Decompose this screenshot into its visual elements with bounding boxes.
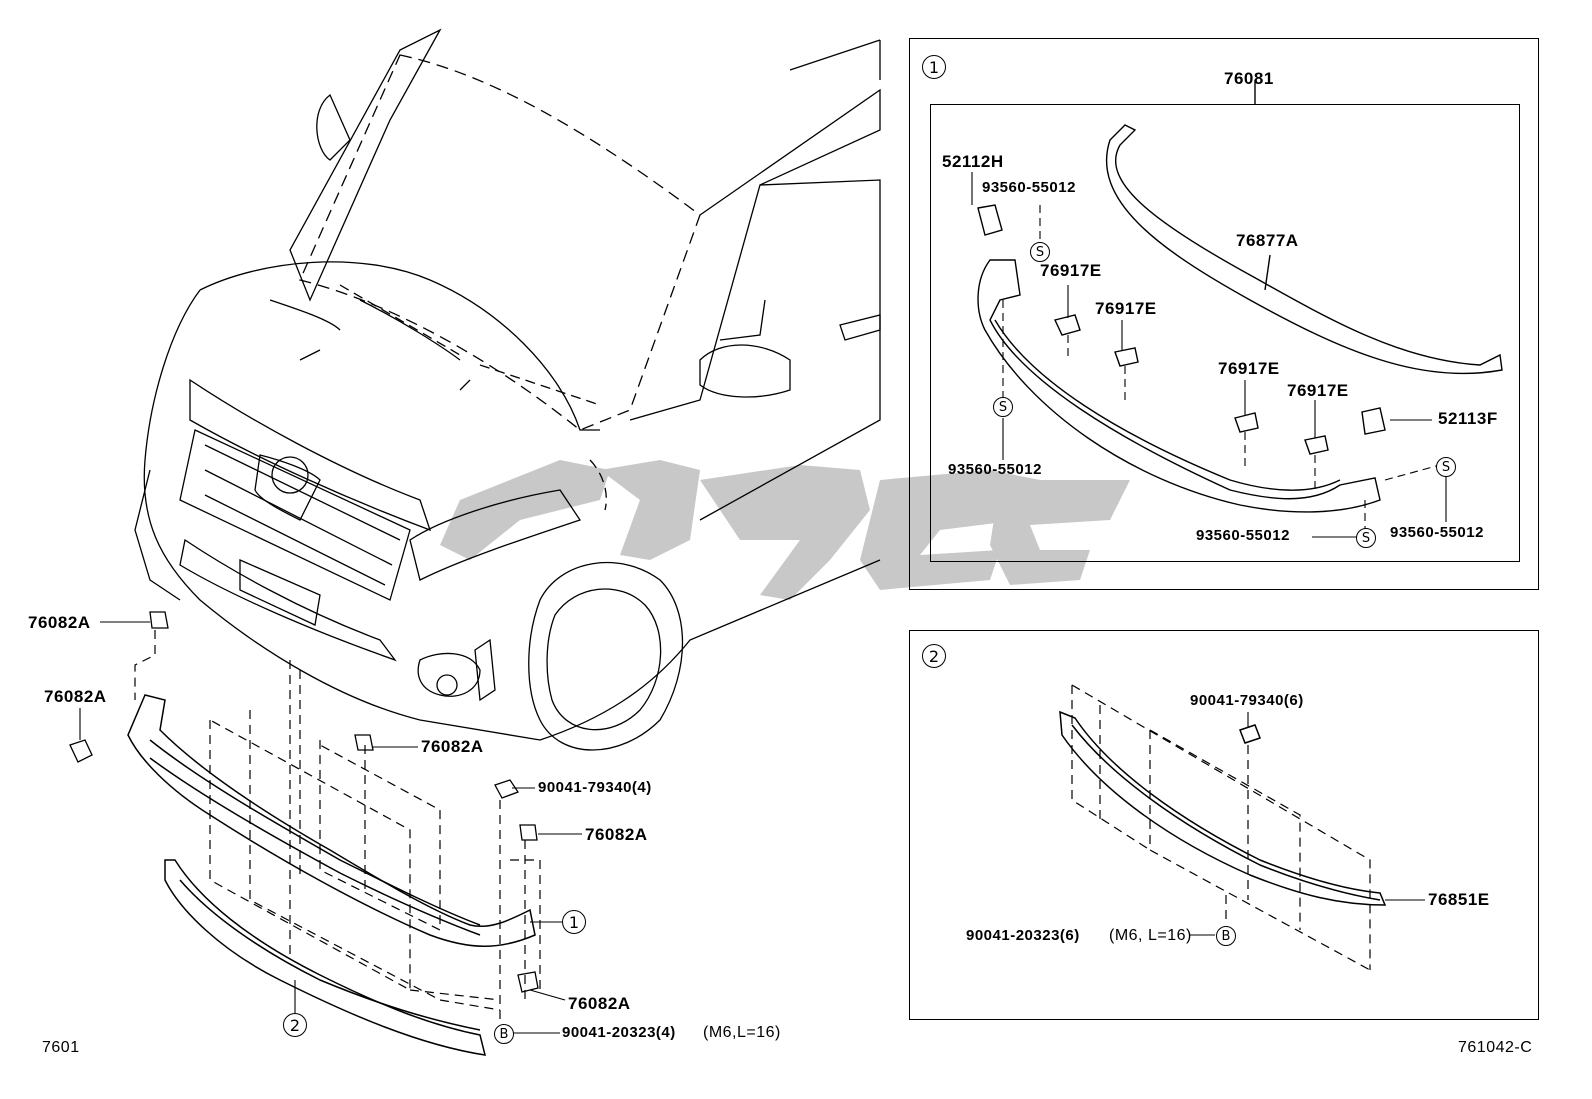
inset2-drawing (1059, 710, 1387, 906)
s-mark-top: S (1030, 242, 1050, 262)
label-screw-right: 93560-55012 (1390, 524, 1484, 541)
inset-1-assembly-box (930, 104, 1520, 562)
diagram-id: 761042-C (1458, 1039, 1533, 1056)
label-bolt-90041-20323: 90041-20323(4) (562, 1024, 676, 1041)
inset2-projection-lines (1071, 684, 1371, 971)
label-clip-76082a-5: 76082A (568, 994, 631, 1013)
bolt-mark-b-main: B (494, 1024, 514, 1044)
label-bolt-spec-inset2: (M6, L=16) (1109, 927, 1192, 944)
s-mark-bottom: S (1356, 528, 1376, 548)
label-clip-76082a-2: 76082A (44, 687, 107, 706)
label-bracket-52112h: 52112H (942, 152, 1004, 171)
label-strip-76877a: 76877A (1236, 231, 1299, 250)
label-nut-90041-79340-6: 90041-79340(6) (1190, 692, 1304, 709)
label-clip-76082a-3: 76082A (421, 737, 484, 756)
label-screw-left: 93560-55012 (948, 461, 1042, 478)
inset2-leader-lines (1190, 712, 1425, 936)
page-reference: 7601 (42, 1039, 80, 1056)
watermark-logo (440, 460, 1130, 600)
ref-circle-1: 1 (562, 910, 586, 934)
label-bolt-90041-20323-6: 90041-20323(6) (966, 927, 1080, 944)
main-leader-lines (79, 621, 582, 1034)
label-clip-76082a-4: 76082A (585, 825, 648, 844)
label-clip-76917e-4: 76917E (1287, 381, 1349, 400)
s-mark-left: S (993, 397, 1013, 417)
vehicle-outline (134, 28, 881, 751)
main-bumper-assembly (127, 694, 536, 1056)
label-screw-top: 93560-55012 (982, 179, 1076, 196)
inset1-leader-lines (971, 172, 1447, 538)
inset-1-number: 1 (922, 55, 946, 79)
label-assembly-76081: 76081 (1224, 69, 1274, 88)
inset-2-frame (909, 630, 1539, 1020)
label-spoiler-76851e: 76851E (1428, 890, 1490, 909)
label-nut-90041-79340: 90041-79340(4) (538, 779, 652, 796)
main-small-parts (69, 611, 539, 993)
label-bracket-52113f: 52113F (1438, 409, 1498, 428)
ref-circle-2: 2 (283, 1013, 307, 1037)
inset1-projection-lines (1002, 205, 1441, 530)
main-projection-lines (134, 630, 541, 1020)
inset-1-frame (909, 38, 1539, 590)
s-mark-right: S (1436, 457, 1456, 477)
bolt-mark-b-inset2: B (1216, 926, 1236, 946)
label-clip-76917e-3: 76917E (1218, 359, 1280, 378)
label-clip-76917e-2: 76917E (1095, 299, 1157, 318)
inset-2-number: 2 (922, 644, 946, 668)
label-clip-76917e-1: 76917E (1040, 261, 1102, 280)
label-clip-76082a-1: 76082A (28, 613, 91, 632)
label-bolt-spec-main: (M6,L=16) (703, 1024, 781, 1041)
label-screw-bottom: 93560-55012 (1196, 527, 1290, 544)
